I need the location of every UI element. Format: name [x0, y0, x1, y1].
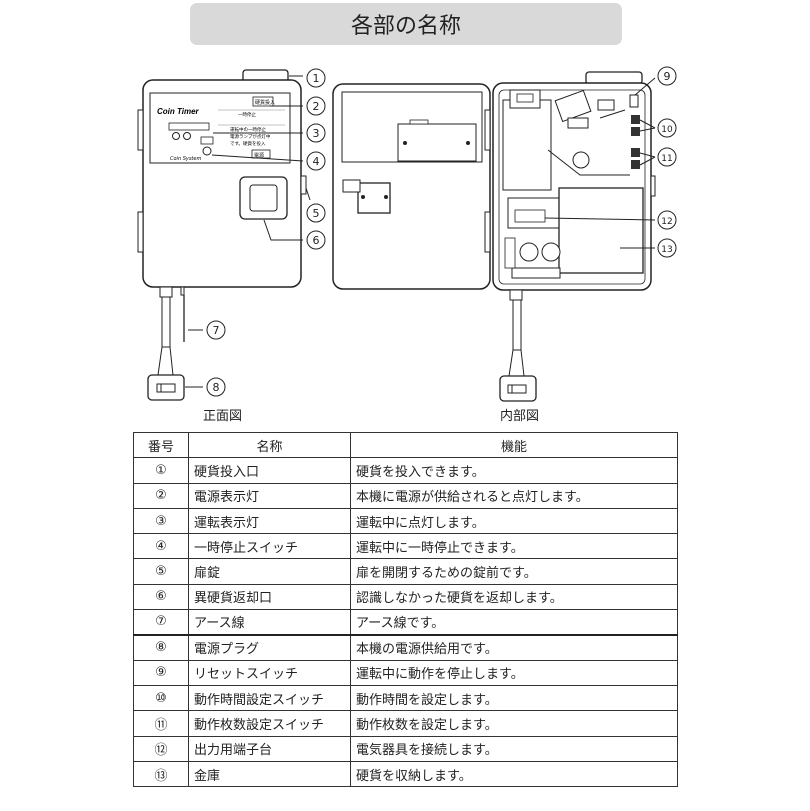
door-lock-icon — [300, 175, 307, 195]
coin-slot-label-box — [252, 96, 274, 107]
inside-view-caption: 内部図 — [500, 409, 540, 424]
row-function: 動作時間を設定します。 — [350, 684, 678, 712]
row-number: ⑩ — [133, 684, 189, 712]
header-function: 機能 — [350, 431, 678, 459]
reset-switch-icon — [629, 94, 639, 108]
row-name: 出力用端子台 — [188, 735, 351, 762]
row-function: 運転中に点灯します。 — [350, 507, 678, 535]
count-setting-switch-icon — [631, 148, 640, 157]
time-setting-switch-icon — [631, 115, 640, 124]
power-lamp-icon — [172, 132, 180, 140]
callout-2: 2 — [313, 100, 320, 113]
table-header-row: 番号 名称 機能 — [133, 431, 678, 459]
row-number: ⑪ — [133, 710, 189, 737]
page-title: 各部の名称 — [190, 3, 622, 45]
row-name: 電源表示灯 — [188, 482, 351, 509]
row-name: 動作時間設定スイッチ — [188, 684, 351, 712]
row-function: 認識しなかった硬貨を返却します。 — [350, 583, 678, 611]
row-name: 硬貨投入口 — [188, 457, 351, 484]
row-function: アース線です。 — [350, 609, 678, 636]
callout-6: 6 — [313, 234, 320, 247]
row-function: 硬貨を収納します。 — [350, 760, 678, 788]
callout-8: 8 — [213, 381, 220, 394]
parts-diagram: Coin Timer 硬貨投入 一時停止 運転中の一時停止 電源ランプが点灯中 … — [137, 66, 677, 402]
row-number: ⑧ — [133, 633, 189, 661]
panel-line-4: です。硬貨を投入 — [230, 140, 266, 147]
safe-box-icon — [558, 187, 644, 274]
row-number: ⑤ — [133, 558, 189, 585]
row-number: ⑦ — [133, 609, 189, 636]
row-name: リセットスイッチ — [188, 659, 351, 686]
callout-4: 4 — [313, 155, 320, 168]
row-name: 電源プラグ — [188, 633, 351, 661]
row-name: 金庫 — [188, 760, 351, 788]
device-logo: Coin Timer — [157, 107, 200, 116]
row-number: ⑬ — [133, 760, 189, 788]
row-function: 硬貨を投入できます。 — [350, 457, 678, 484]
callout-7: 7 — [213, 324, 220, 337]
row-function: 扉を開閉するための錠前です。 — [350, 558, 678, 585]
callout-leaders — [185, 75, 656, 388]
row-function: 動作枚数を設定します。 — [350, 710, 678, 737]
callout-12: 12 — [661, 217, 672, 227]
header-name: 名称 — [188, 431, 351, 459]
pause-label: 電源 — [254, 152, 264, 159]
header-number: 番号 — [133, 431, 189, 459]
inside-view — [332, 71, 656, 402]
row-number: ③ — [133, 507, 189, 535]
row-function: 運転中に動作を停止します。 — [350, 659, 678, 686]
row-number: ④ — [133, 533, 189, 560]
row-number: ⑨ — [133, 659, 189, 686]
pause-switch-icon — [202, 146, 212, 156]
callout-5: 5 — [313, 207, 320, 220]
panel-line-3: 電源ランプが点灯中 — [230, 133, 271, 140]
front-view: Coin Timer 硬貨投入 一時停止 運転中の一時停止 電源ランプが点灯中 … — [137, 69, 307, 401]
row-number: ① — [133, 457, 189, 484]
row-name: 動作枚数設定スイッチ — [188, 710, 351, 737]
coin-slot-label: 硬貨投入 — [255, 99, 275, 106]
callout-circles — [206, 66, 677, 397]
panel-line-1: 一時停止 — [238, 111, 256, 118]
run-lamp-icon — [183, 132, 191, 140]
panel-line-2: 運転中の一時停止 — [230, 126, 266, 133]
row-number: ② — [133, 482, 189, 509]
row-name: 一時停止スイッチ — [188, 533, 351, 560]
callout-10: 10 — [661, 125, 673, 135]
system-label: Coin System — [170, 156, 201, 162]
callout-13: 13 — [661, 245, 672, 255]
callout-3: 3 — [313, 127, 320, 140]
row-function: 本機の電源供給用です。 — [350, 633, 678, 661]
row-number: ⑥ — [133, 583, 189, 611]
row-number: ⑫ — [133, 735, 189, 762]
front-view-caption: 正面図 — [203, 409, 243, 424]
row-function: 運転中に一時停止できます。 — [350, 533, 678, 560]
callout-9: 9 — [664, 70, 671, 83]
row-function: 本機に電源が供給されると点灯します。 — [350, 482, 678, 509]
row-name: 異硬貨返却口 — [188, 583, 351, 611]
row-name: 運転表示灯 — [188, 507, 351, 535]
row-function: 電気器具を接続します。 — [350, 735, 678, 762]
callout-11: 11 — [661, 154, 672, 164]
callout-1: 1 — [313, 72, 320, 85]
row-name: 扉錠 — [188, 558, 351, 585]
row-name: アース線 — [188, 609, 351, 636]
